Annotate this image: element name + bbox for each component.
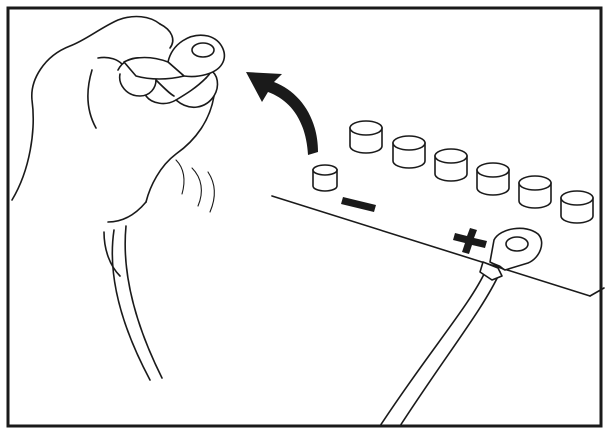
cell-cap — [560, 190, 594, 224]
hand — [11, 15, 219, 277]
cell-cap — [392, 135, 426, 169]
negative-clamp — [123, 34, 226, 80]
cell-cap — [476, 162, 510, 196]
plus-sign — [453, 228, 487, 254]
curved-arrow-icon — [246, 72, 318, 155]
figure-border — [6, 6, 603, 428]
negative-cable — [111, 225, 163, 381]
cell-cap — [518, 175, 552, 209]
positive-clamp — [479, 227, 543, 281]
battery-cell-caps — [349, 120, 594, 224]
clamp-hole — [505, 236, 529, 252]
positive-cable — [379, 269, 501, 427]
cell-cap — [434, 148, 468, 182]
battery-top — [271, 195, 605, 297]
cell-cap — [349, 120, 383, 154]
minus-sign — [341, 197, 376, 212]
negative-terminal-post — [312, 164, 338, 192]
clamp-hole — [191, 42, 215, 58]
